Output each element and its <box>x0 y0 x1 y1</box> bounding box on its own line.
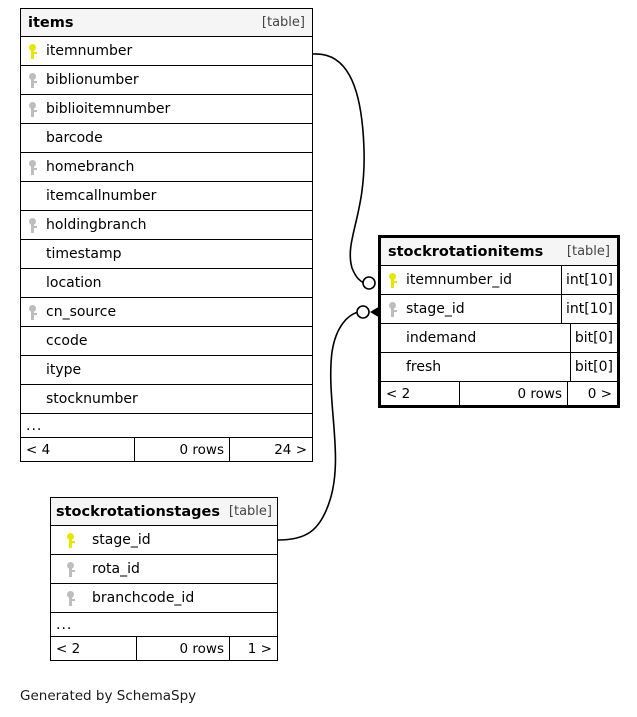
table-row[interactable]: stage_id <box>51 526 277 555</box>
column-name: fresh <box>406 359 442 375</box>
key-icon-foreign <box>381 301 403 317</box>
table-stockrotationitems-header: stockrotationitems [table] <box>381 238 617 266</box>
table-row[interactable]: cn_source <box>21 298 312 327</box>
table-row[interactable]: ccode <box>21 327 312 356</box>
table-row[interactable]: biblionumber <box>21 66 312 95</box>
column-name: branchcode_id <box>92 590 195 606</box>
footer-parents-count[interactable]: < 2 <box>386 385 411 402</box>
table-row[interactable]: stage_id int[10] <box>381 295 617 324</box>
table-stockrotationstages-more-columns: ... <box>51 613 277 637</box>
table-stockrotationstages-header: stockrotationstages [table] <box>51 498 277 526</box>
table-items-header: items [table] <box>21 9 312 37</box>
footer-parents-count[interactable]: < 4 <box>26 441 51 458</box>
table-stockrotationitems-columns: itemnumber_id int[10] stage_id int[10] i… <box>381 266 617 382</box>
table-stockrotationstages-title: stockrotationstages <box>56 503 220 520</box>
column-name: itemnumber_id <box>406 272 513 288</box>
table-row[interactable]: rota_id <box>51 555 277 584</box>
footer-parents-count[interactable]: < 2 <box>56 640 81 657</box>
column-type: int[10] <box>561 266 617 294</box>
table-stockrotationstages-footer: < 2 0 rows 1 > <box>51 637 277 660</box>
column-type: bit[0] <box>569 353 617 381</box>
key-icon-foreign <box>21 72 43 88</box>
table-row[interactable]: holdingbranch <box>21 211 312 240</box>
table-row[interactable]: timestamp <box>21 240 312 269</box>
edge-endpoint-circle <box>356 305 370 319</box>
edge-endpoint-circle <box>362 276 376 290</box>
table-stockrotationitems-tag: [table] <box>566 244 610 259</box>
key-icon-foreign <box>51 590 89 606</box>
key-icon-foreign <box>51 561 89 577</box>
table-row[interactable]: homebranch <box>21 153 312 182</box>
key-icon-foreign <box>21 159 43 175</box>
column-name: homebranch <box>46 159 135 175</box>
key-icon-primary <box>21 43 43 59</box>
footer-row-count: 0 rows <box>136 637 229 660</box>
column-name: stage_id <box>406 301 465 317</box>
table-items-tag: [table] <box>261 15 305 30</box>
key-icon-foreign <box>21 217 43 233</box>
column-name: stocknumber <box>46 391 138 407</box>
relationship-edge-items-stockrotationitems <box>312 53 365 284</box>
table-stockrotationstages[interactable]: stockrotationstages [table] stage_id rot… <box>50 497 278 661</box>
table-items-footer: < 4 0 rows 24 > <box>21 438 312 461</box>
table-row[interactable]: branchcode_id <box>51 584 277 613</box>
column-name: timestamp <box>46 246 122 262</box>
key-icon-foreign <box>21 101 43 117</box>
table-row[interactable]: itemcallnumber <box>21 182 312 211</box>
column-name: itype <box>46 362 82 378</box>
table-stockrotationstages-columns: stage_id rota_id branchcode_id <box>51 526 277 613</box>
column-name: itemnumber <box>46 43 133 59</box>
key-icon-primary <box>381 272 403 288</box>
table-stockrotationitems-title: stockrotationitems <box>388 243 544 260</box>
key-icon-primary <box>51 532 89 548</box>
table-row[interactable]: itype <box>21 356 312 385</box>
column-name: itemcallnumber <box>46 188 157 204</box>
footer-children-count[interactable]: 0 > <box>567 382 617 405</box>
table-items-columns: itemnumber biblionumber biblioitemnumber… <box>21 37 312 414</box>
footer-children-count[interactable]: 1 > <box>229 637 277 660</box>
column-name: cn_source <box>46 304 117 320</box>
table-row[interactable]: biblioitemnumber <box>21 95 312 124</box>
footer-row-count: 0 rows <box>459 382 567 405</box>
table-row[interactable]: location <box>21 269 312 298</box>
column-name: biblionumber <box>46 72 139 88</box>
table-items-more-columns: ... <box>21 414 312 438</box>
schemaspy-credit: Generated by SchemaSpy <box>20 688 197 704</box>
table-row[interactable]: fresh bit[0] <box>381 353 617 382</box>
footer-row-count: 0 rows <box>134 438 229 461</box>
table-row[interactable]: itemnumber <box>21 37 312 66</box>
column-name: rota_id <box>92 561 140 577</box>
table-items[interactable]: items [table] itemnumber biblionumber bi… <box>20 8 313 462</box>
footer-children-count[interactable]: 24 > <box>229 438 312 461</box>
column-name: ccode <box>46 333 88 349</box>
table-row[interactable]: stocknumber <box>21 385 312 414</box>
column-type: bit[0] <box>569 324 617 352</box>
column-name: stage_id <box>92 532 151 548</box>
table-items-title: items <box>28 14 74 31</box>
table-row[interactable]: itemnumber_id int[10] <box>381 266 617 295</box>
column-name: biblioitemnumber <box>46 101 171 117</box>
column-name: barcode <box>46 130 103 146</box>
column-name: holdingbranch <box>46 217 147 233</box>
table-row[interactable]: barcode <box>21 124 312 153</box>
column-name: location <box>46 275 102 291</box>
column-name: indemand <box>406 330 477 346</box>
key-icon-foreign <box>21 304 43 320</box>
table-row[interactable]: indemand bit[0] <box>381 324 617 353</box>
table-stockrotationitems[interactable]: stockrotationitems [table] itemnumber_id… <box>378 235 620 408</box>
column-type: int[10] <box>561 295 617 323</box>
table-stockrotationstages-tag: [table] <box>228 504 272 519</box>
table-stockrotationitems-footer: < 2 0 rows 0 > <box>381 382 617 405</box>
